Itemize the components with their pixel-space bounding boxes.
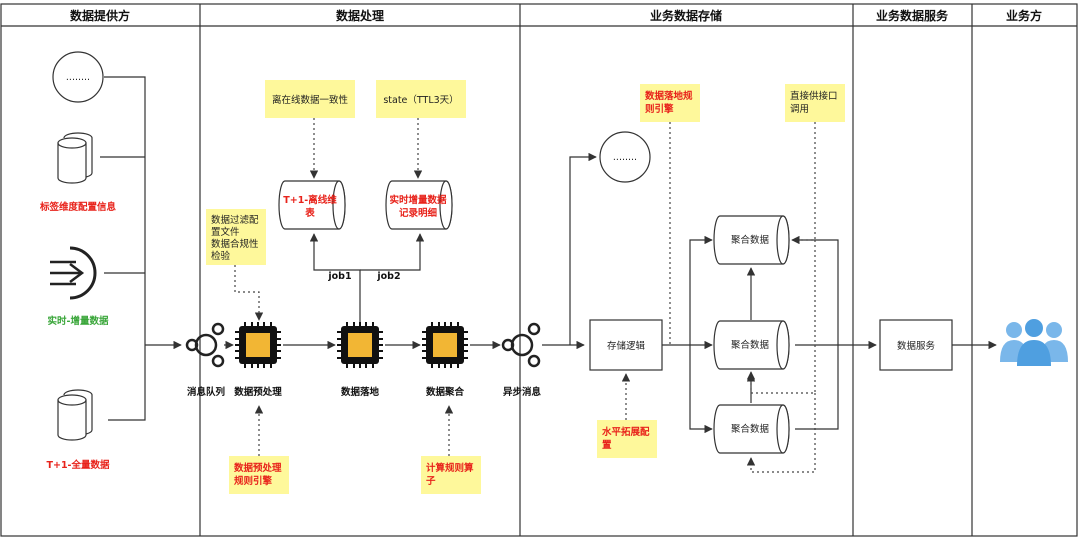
- note-scale-line2: 置: [602, 439, 612, 451]
- job2-label: job2: [376, 271, 400, 282]
- note-scale-line1: 水平拓展配: [602, 426, 650, 438]
- database-icon: [57, 132, 93, 184]
- sticky-calc-rule: 计算规则算 子: [421, 456, 481, 494]
- note-consistency: 离在线数据一致性: [272, 94, 349, 106]
- lane-header-service: 业务数据服务: [876, 8, 949, 23]
- note-pre-engine-line2: 规则引擎: [234, 475, 273, 487]
- sticky-state: state（TTL3天）: [376, 80, 466, 118]
- job1-label: job1: [327, 271, 351, 282]
- storage-circle: ........: [599, 131, 651, 183]
- landing-chip-icon: [337, 322, 383, 368]
- data-service-label: 数据服务: [897, 340, 936, 352]
- storage-flow: [542, 152, 877, 434]
- async-label: 异步消息: [503, 386, 542, 398]
- realtime-detail-cylinder: [385, 180, 453, 230]
- users-group-icon: [1000, 319, 1068, 366]
- storage-logic-label: 存储逻辑: [607, 340, 646, 352]
- aggregate-chip-icon: [422, 322, 468, 368]
- message-queue-icon: [185, 322, 225, 368]
- database-icon: [57, 389, 93, 441]
- aggregate-label: 数据聚合: [425, 386, 465, 398]
- lane-header-consumer: 业务方: [1006, 8, 1042, 23]
- offline-cyl-line1: T+1-离线维: [283, 194, 337, 206]
- lane-header-storage: 业务数据存储: [650, 8, 722, 23]
- sticky-consistency: 离在线数据一致性: [265, 80, 355, 118]
- agg-cyl-label-1: 聚合数据: [731, 234, 770, 246]
- mq-label: 消息队列: [187, 386, 225, 398]
- note-filter-line3: 数据合规性: [211, 238, 259, 250]
- sticky-scale: 水平拓展配 置: [597, 420, 657, 458]
- note-state: state（TTL3天）: [383, 94, 458, 106]
- provider-circle: ........: [52, 51, 104, 103]
- provider-connectors: [100, 76, 182, 421]
- sticky-pre-engine: 数据预处理 规则引擎: [229, 456, 289, 494]
- storage-logic-box: 存储逻辑: [589, 319, 663, 371]
- agg-data-cylinder: 聚合数据: [713, 404, 790, 454]
- stream-input-icon: [50, 246, 97, 300]
- processing-flow: [224, 233, 501, 350]
- sticky-land-rule: 数据落地规 则引擎: [640, 84, 700, 122]
- agg-cyl-label-2: 聚合数据: [731, 339, 770, 351]
- storage-circle-text: ........: [613, 152, 637, 163]
- note-filter-line2: 置文件: [211, 226, 240, 238]
- sticky-direct: 直接供接口 调用: [785, 84, 845, 122]
- realtime-cyl-line2: 记录明细: [399, 207, 438, 219]
- lane-header-provider: 数据提供方: [70, 8, 130, 23]
- realtime-cyl-line1: 实时增量数据: [389, 194, 447, 206]
- landing-label: 数据落地: [340, 386, 380, 398]
- note-calc-line2: 子: [426, 476, 436, 487]
- config-label: 标签维度配置信息: [39, 201, 117, 213]
- note-direct-line2: 调用: [790, 104, 809, 115]
- preprocess-label: 数据预处理: [233, 386, 282, 398]
- agg-cyl-label-3: 聚合数据: [731, 423, 770, 435]
- note-filter-line4: 检验: [211, 250, 231, 262]
- note-direct-line1: 直接供接口: [790, 90, 838, 102]
- swimlane-frame: [0, 3, 1078, 537]
- full-data-label: T+1-全量数据: [47, 459, 110, 471]
- note-calc-line1: 计算规则算: [426, 462, 474, 474]
- note-land-rule-line1: 数据落地规: [644, 90, 693, 102]
- lane-header-processing: 数据处理: [336, 8, 384, 23]
- note-land-rule-line2: 则引擎: [645, 103, 674, 115]
- offline-cyl-line2: 表: [304, 207, 315, 219]
- note-filter-line1: 数据过滤配: [211, 214, 259, 226]
- provider-circle-text: ........: [66, 72, 90, 83]
- agg-data-cylinder: 聚合数据: [713, 215, 790, 265]
- offline-dim-table-cylinder: [278, 180, 346, 230]
- note-pre-engine-line1: 数据预处理: [233, 462, 282, 474]
- realtime-label: 实时-增量数据: [48, 315, 109, 327]
- async-message-icon: [501, 322, 541, 368]
- preprocess-chip-icon: [235, 322, 281, 368]
- sticky-filter: 数据过滤配 置文件 数据合规性 检验: [206, 209, 266, 265]
- agg-data-cylinder: 聚合数据: [713, 320, 790, 370]
- data-service-box: 数据服务: [879, 319, 953, 371]
